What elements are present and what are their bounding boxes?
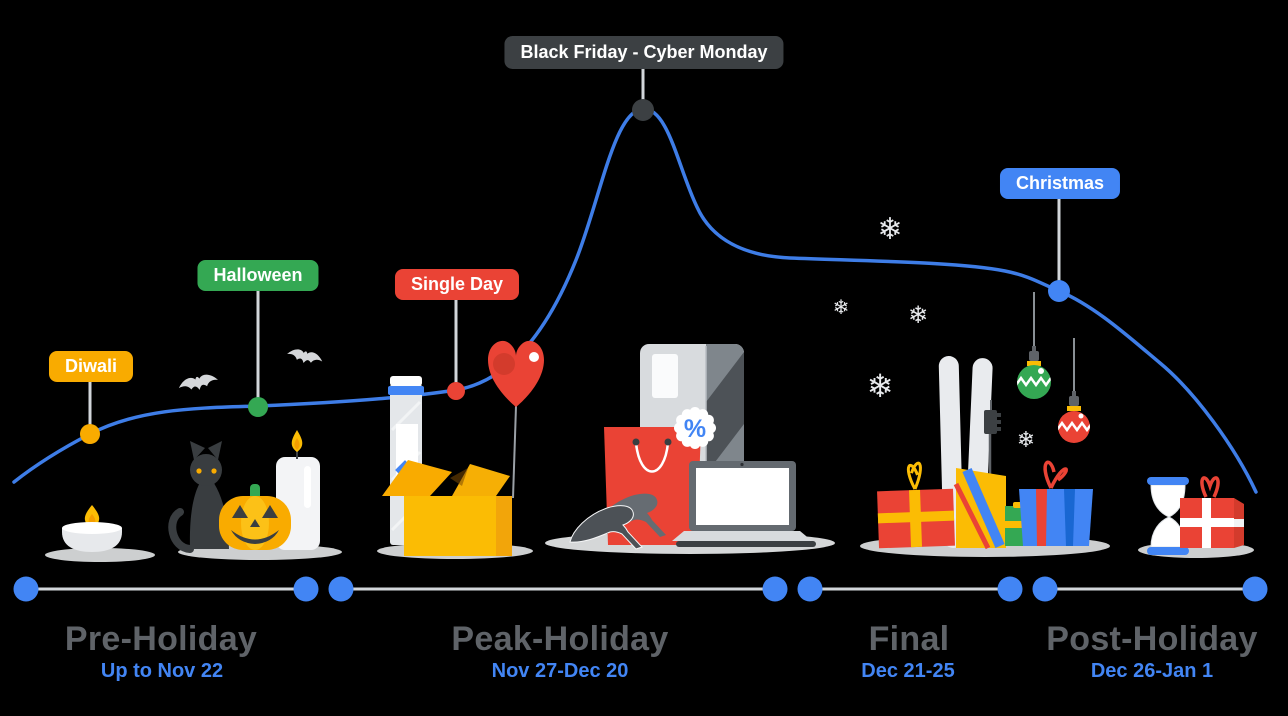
bat-icon [178, 374, 218, 390]
laptop [672, 461, 816, 547]
phase-dates-final: Dec 21-25 [861, 660, 955, 682]
red-gift [877, 461, 955, 549]
timeline-dot [293, 576, 319, 602]
timeline-dot [328, 576, 354, 602]
single-day-dot [447, 382, 465, 400]
timeline-dot [797, 576, 823, 602]
black-cat [168, 441, 229, 553]
open-box [382, 460, 512, 556]
phase-title-peak: Peak-Holiday [451, 620, 669, 658]
balloon-string [512, 405, 517, 499]
percent-text: % [684, 415, 706, 443]
timeline-dot [1242, 576, 1268, 602]
post-holiday-illustration [1138, 476, 1254, 558]
event-pill-halloween: Halloween [197, 260, 319, 291]
blue-gift [1019, 460, 1093, 546]
jack-o-lantern [219, 484, 291, 550]
halloween-illustration [168, 430, 342, 560]
halloween-dot [248, 397, 268, 417]
event-pill-black-friday: Black Friday - Cyber Monday [504, 36, 784, 69]
phase-dates-pre: Up to Nov 22 [100, 660, 224, 682]
snowflake-icon: ❄ [877, 212, 902, 247]
snowflake-icon: ❄ [867, 367, 894, 405]
diya-candle-illustration [45, 505, 155, 562]
post-red-gift [1180, 476, 1244, 548]
heart-balloon [488, 340, 544, 407]
high-heels [569, 493, 666, 550]
green-ornament [1017, 292, 1051, 399]
snowflake-icon: ❄ [833, 295, 850, 319]
snowflake-icon: ❄ [908, 301, 928, 329]
event-pill-christmas: Christmas [999, 168, 1121, 199]
phase-title-final: Final [868, 620, 950, 658]
singles-day-illustration [377, 340, 544, 559]
red-ornament [1058, 338, 1090, 443]
timeline-dot [997, 576, 1023, 602]
phase-title-post: Post-Holiday [1046, 620, 1258, 658]
hourglass [1147, 477, 1189, 555]
event-pill-diwali: Diwali [48, 351, 134, 382]
diwali-dot [80, 424, 100, 444]
peak-shopping-illustration: % [545, 344, 835, 554]
black-friday-dot [632, 99, 654, 121]
timeline-dot [1032, 576, 1058, 602]
phase-dates-post: Dec 26-Jan 1 [1090, 660, 1214, 682]
phase-title-pre: Pre-Holiday [64, 620, 258, 658]
snowflake-icon: ❄ [1017, 428, 1035, 453]
gifts-skis-illustration [860, 292, 1110, 557]
timeline-dot [13, 576, 39, 602]
phase-dates-peak: Nov 27-Dec 20 [491, 660, 629, 682]
phase-timeline [13, 576, 1268, 602]
christmas-dot [1048, 280, 1070, 302]
event-pill-single-day: Single Day [394, 269, 520, 300]
bat-icon [287, 349, 323, 364]
timeline-dot [762, 576, 788, 602]
yellow-gift [953, 468, 1006, 550]
discount-badge: % [674, 407, 716, 449]
